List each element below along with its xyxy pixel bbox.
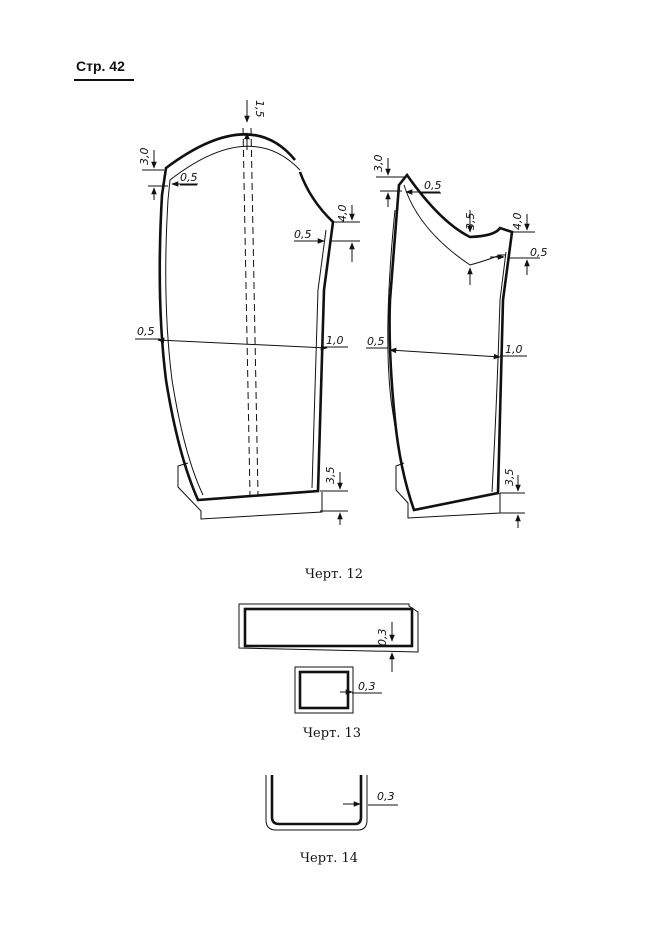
label-4-0-right: 4,0 xyxy=(511,213,524,231)
grain-line-2 xyxy=(250,127,259,496)
label-3-0-left: 3,0 xyxy=(138,148,151,166)
sleeve-piece-left: 1,5 3,0 0,5 4,0 0,5 0,5 1,0 3,5 xyxy=(135,100,360,525)
label-0-3-small: 0,3 xyxy=(358,680,376,693)
figure-14: 0,3 xyxy=(265,775,398,831)
label-4-0-left: 4,0 xyxy=(336,205,349,223)
label-0-5-right-inner-left: 0,5 xyxy=(294,228,312,241)
label-0-5-right-mid: 0,5 xyxy=(367,335,385,348)
page-number: Стр. 42 xyxy=(76,58,125,74)
label-0-5-inner-left: 0,5 xyxy=(180,171,198,184)
label-0-5-inner-right: 0,5 xyxy=(424,179,442,192)
label-3-5-right: 3,5 xyxy=(503,469,516,487)
width-dimension-line xyxy=(157,337,328,351)
pocket-inner xyxy=(270,775,363,826)
left-piece-hem-extension xyxy=(177,462,323,520)
right-piece-hem-extension xyxy=(395,462,501,519)
caption-fig-12: Черт. 12 xyxy=(305,567,364,582)
right-piece-outline xyxy=(388,172,514,512)
right-piece-inner-curve xyxy=(403,184,506,266)
left-piece-seam-allowance xyxy=(165,145,301,496)
label-0-3-pocket: 0,3 xyxy=(377,790,395,803)
page-number-rule xyxy=(74,79,134,81)
label-0-5-left-mid: 0,5 xyxy=(137,325,155,338)
caption-fig-14: Черт. 14 xyxy=(300,851,359,866)
large-rect-outer xyxy=(238,603,419,653)
grain-line-1 xyxy=(242,127,251,496)
right-width-dimension xyxy=(389,347,501,360)
left-piece-outline xyxy=(158,133,335,502)
label-1-0-left: 1,0 xyxy=(326,334,344,347)
caption-fig-13: Черт. 13 xyxy=(303,726,362,741)
label-1-5: 1,5 xyxy=(253,100,266,118)
sleeve-piece-right: 3,0 0,5 3,5 4,0 0,5 0,5 1,0 3,5 xyxy=(366,155,548,528)
small-rect-outer xyxy=(294,666,354,714)
large-rect-inner xyxy=(243,607,414,648)
figure-13: 0,3 0,3 xyxy=(238,603,419,714)
label-3-5-notch: 3,5 xyxy=(464,213,477,231)
right-piece-seam-allowance xyxy=(387,209,409,491)
left-piece-right-seam xyxy=(311,229,327,489)
label-1-0-right: 1,0 xyxy=(505,343,523,356)
label-0-3-large: 0,3 xyxy=(376,629,389,647)
label-3-0-right: 3,0 xyxy=(372,155,385,173)
label-0-5-right-inner-right: 0,5 xyxy=(530,246,548,259)
label-3-5-left: 3,5 xyxy=(324,467,337,485)
right-piece-right-seam xyxy=(491,251,507,493)
small-rect-inner xyxy=(298,670,350,710)
pocket-outer xyxy=(265,775,368,831)
